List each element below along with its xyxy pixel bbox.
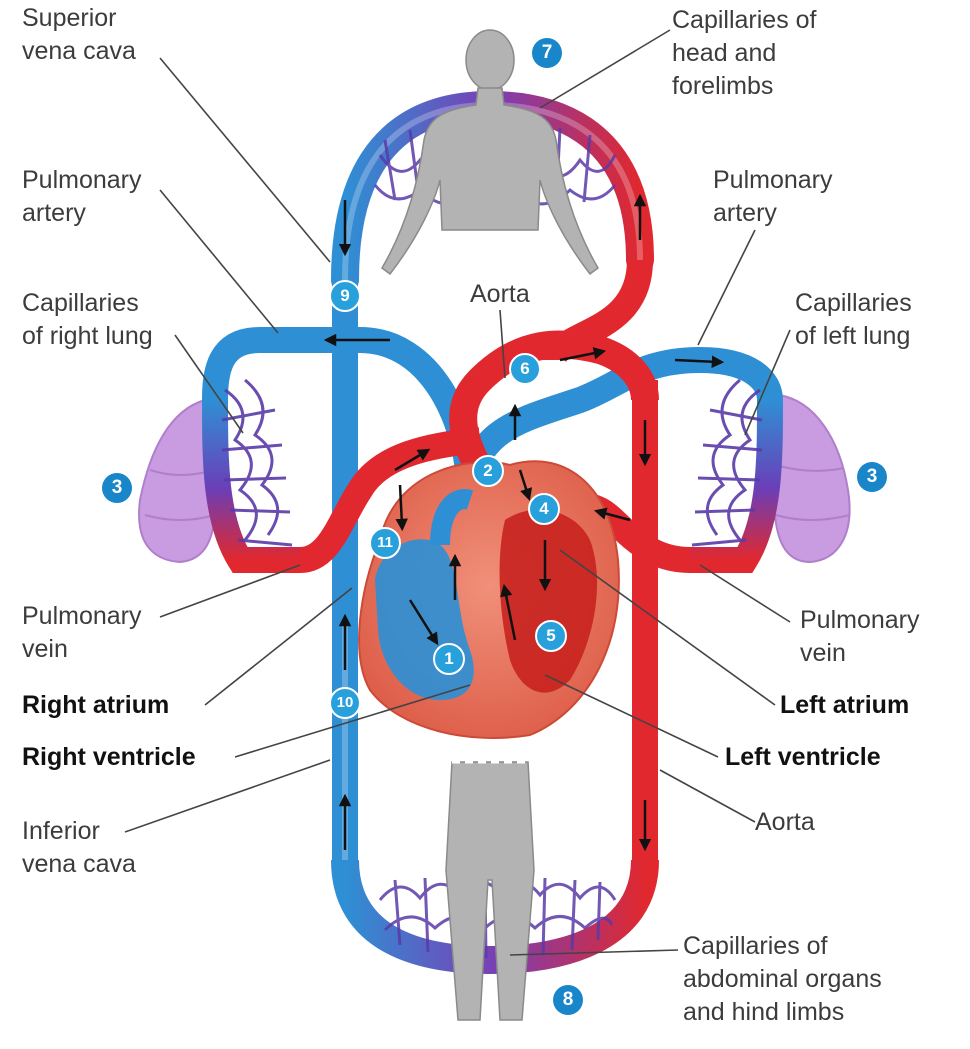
human-upper-figure: [381, 29, 599, 276]
step-badge-10: 10: [329, 687, 361, 719]
label-superior-vena-cava: Superior vena cava: [22, 4, 136, 65]
label-pulmonary-vein-left-side: Pulmonary vein: [800, 606, 920, 667]
label-capillaries-abdominal-hind-limbs: Capillaries of abdominal organs and hind…: [683, 932, 882, 1026]
step-badge-8: 8: [553, 985, 583, 1015]
human-lower-figure: [445, 760, 535, 1021]
label-pulmonary-artery-right-side: Pulmonary artery: [22, 166, 142, 227]
leader-lines: [124, 29, 791, 956]
step-badge-4: 4: [528, 493, 560, 525]
step-badge-11: 11: [369, 527, 401, 559]
label-aorta-top: Aorta: [470, 280, 530, 308]
label-inferior-vena-cava: Inferior vena cava: [22, 817, 136, 878]
label-capillaries-left-lung: Capillaries of left lung: [795, 289, 912, 350]
step-badge-3-right: 3: [102, 473, 132, 503]
label-right-ventricle: Right ventricle: [22, 743, 196, 771]
flow-arrows: [323, 193, 725, 852]
label-right-atrium: Right atrium: [22, 691, 170, 719]
step-badge-3-left: 3: [857, 462, 887, 492]
aortic-arch: [449, 330, 659, 528]
step-badge-6: 6: [509, 353, 541, 385]
heart: [358, 460, 620, 739]
label-pulmonary-vein-right-side: Pulmonary vein: [22, 602, 142, 663]
step-badge-1: 1: [433, 643, 465, 675]
step-badge-2: 2: [472, 455, 504, 487]
step-badge-9: 9: [329, 280, 361, 312]
label-pulmonary-artery-left-side: Pulmonary artery: [713, 166, 833, 227]
label-capillaries-head-forelimbs: Capillaries of head and forelimbs: [672, 6, 817, 100]
label-aorta-bottom: Aorta: [755, 808, 815, 836]
label-left-ventricle: Left ventricle: [725, 743, 881, 771]
left-lung: [772, 393, 851, 564]
label-left-atrium: Left atrium: [780, 691, 910, 719]
step-badge-7: 7: [532, 38, 562, 68]
step-badge-5: 5: [535, 620, 567, 652]
label-capillaries-right-lung: Capillaries of right lung: [22, 289, 153, 350]
